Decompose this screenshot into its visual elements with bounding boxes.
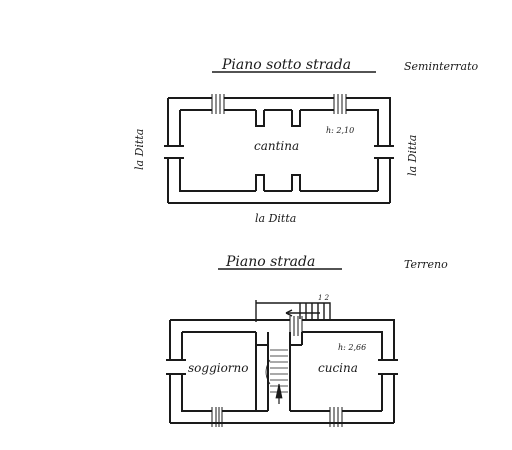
basement-neighbor-left: la Ditta — [133, 129, 146, 170]
ground-room-right-label: cucina — [318, 361, 358, 375]
ground-height-label: h: 2,66 — [338, 343, 366, 352]
ground-title: Piano strada — [225, 254, 315, 270]
basement-neighbor-right: la Ditta — [406, 135, 419, 176]
ground-room-left-label: soggiorno — [188, 361, 249, 375]
ground-level-note: Terreno — [404, 258, 448, 271]
ground-walls — [166, 319, 398, 424]
basement-level-note: Seminterrato — [404, 60, 479, 73]
basement-walls — [164, 97, 394, 204]
ground-staircase — [265, 349, 288, 404]
ground-entrance — [255, 300, 331, 322]
basement-room-label: cantina — [254, 139, 299, 153]
ground-stair-label: 1 2 — [318, 294, 330, 302]
ground-plan: Piano strada Terreno 1 2 — [166, 254, 448, 427]
basement-neighbor-bottom: la Ditta — [255, 212, 296, 225]
basement-height-label: h: 2,10 — [326, 126, 354, 135]
basement-title: Piano sotto strada — [221, 57, 351, 73]
ground-windows — [211, 316, 343, 427]
basement-windows — [211, 94, 347, 114]
basement-plan: Piano sotto strada Seminterrato — [133, 57, 479, 225]
